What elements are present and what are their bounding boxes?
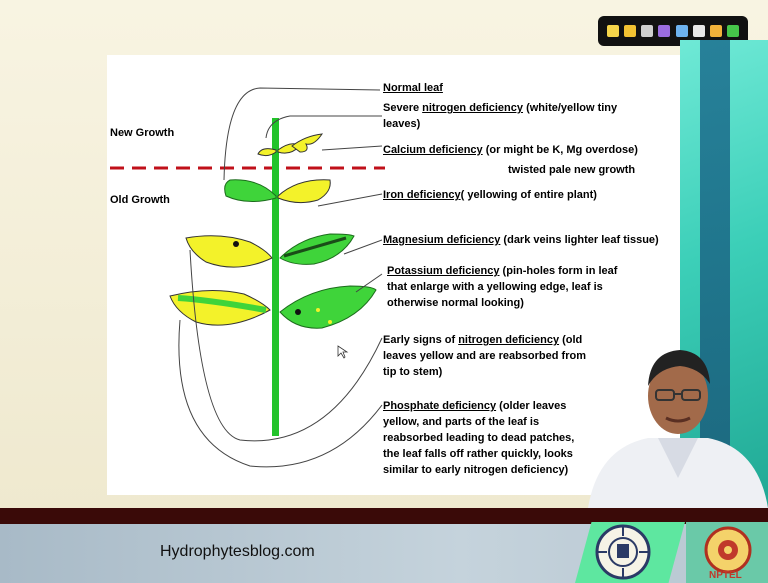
leader-severe-n (266, 116, 382, 138)
footer-site-text: Hydrophytesblog.com (160, 543, 315, 561)
label-normal-leaf: Normal leaf (383, 80, 443, 96)
label-severe-n: Severe nitrogen deficiency (white/yellow… (383, 100, 617, 132)
label-new-growth: New Growth (110, 125, 174, 141)
leader-iron (318, 194, 382, 206)
calcium-twisted-leaf (292, 134, 322, 152)
label-early-n: Early signs of nitrogen deficiency (old … (383, 332, 586, 380)
nptel-logo-text: NPTEL (709, 570, 742, 581)
magnesium-leaf-left (186, 236, 272, 267)
leader-normal-leaf (224, 88, 380, 180)
pinhole-spot (295, 309, 301, 315)
label-potassium: Potassium deficiency (pin-holes form in … (387, 263, 617, 311)
iit-logo-icon (590, 522, 656, 582)
stem (272, 118, 279, 436)
leader-calcium (322, 146, 382, 150)
label-iron: Iron deficiency( yellowing of entire pla… (383, 187, 597, 203)
iron-leaf-right (278, 180, 330, 203)
iron-leaf-left (225, 180, 276, 202)
label-magnesium: Magnesium deficiency (dark veins lighter… (383, 232, 659, 248)
mouse-cursor-icon (338, 346, 347, 358)
leader-early-n (190, 250, 382, 441)
label-calcium-line2: twisted pale new growth (508, 162, 635, 178)
potassium-leaf-right (280, 286, 376, 328)
magnesium-spot (233, 241, 239, 247)
label-phosphate: Phosphate deficiency (older leaves yello… (383, 398, 574, 478)
presenter-video (588, 338, 768, 508)
label-calcium: Calcium deficiency (or might be K, Mg ov… (383, 142, 638, 158)
label-old-growth: Old Growth (110, 192, 170, 208)
